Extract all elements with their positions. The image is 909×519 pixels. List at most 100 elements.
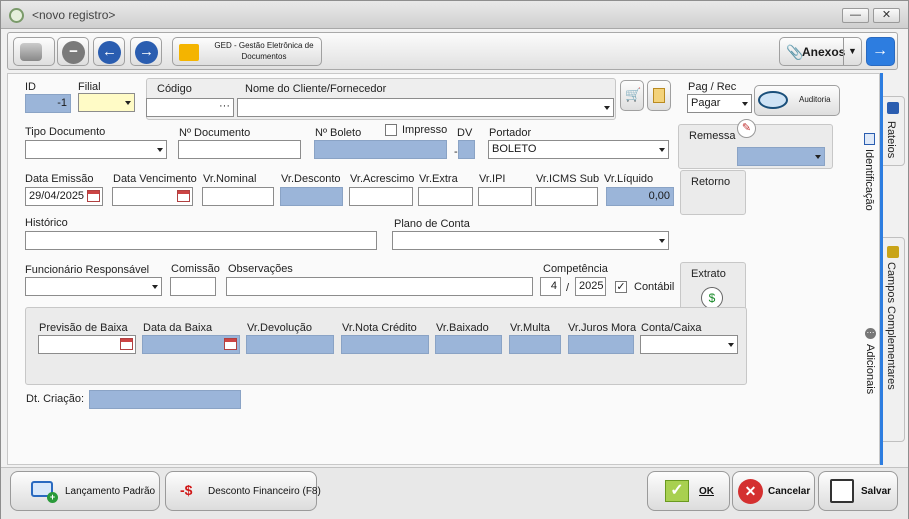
refresh-money-icon[interactable]: $: [701, 287, 723, 309]
auditoria-button[interactable]: Auditoria: [754, 85, 840, 116]
tab-identificacao[interactable]: Identificação: [859, 127, 881, 227]
impresso-label: Impresso: [402, 124, 448, 136]
close-button[interactable]: ✕: [873, 8, 900, 23]
desconto-financeiro-button[interactable]: -$ Desconto Financeiro (F8): [165, 471, 321, 511]
plano-conta-label: Plano de Conta: [394, 218, 470, 230]
filial-select[interactable]: [78, 93, 135, 112]
vr-nota-credito-field[interactable]: [341, 335, 429, 354]
calendar-icon[interactable]: [177, 190, 190, 202]
codigo-field[interactable]: ···: [146, 98, 234, 117]
chevron-down-icon[interactable]: ▼: [843, 38, 861, 65]
paperclip-icon: 📎: [786, 44, 804, 60]
observacoes-label: Observações: [228, 263, 293, 275]
calendar-icon[interactable]: [87, 190, 100, 202]
cancelar-button[interactable]: ✕ Cancelar: [732, 471, 815, 511]
identificacao-icon: [864, 133, 875, 145]
vr-desconto-field[interactable]: [280, 187, 343, 206]
vr-liquido-label: Vr.Líquido: [604, 173, 654, 185]
codigo-label: Código: [157, 83, 192, 95]
forward-button[interactable]: →: [866, 37, 895, 66]
campos-icon: [887, 246, 899, 258]
observacoes-field[interactable]: [226, 277, 533, 296]
vr-liquido-field[interactable]: 0,00: [606, 187, 674, 206]
vr-icms-sub-field[interactable]: [535, 187, 598, 206]
vr-devolucao-label: Vr.Devolução: [247, 322, 313, 334]
vr-multa-field[interactable]: [509, 335, 561, 354]
ged-button[interactable]: GED - Gestão Eletrônica de Documentos: [172, 37, 322, 66]
vr-ipi-field[interactable]: [478, 187, 532, 206]
cliente-select[interactable]: [237, 98, 614, 117]
anexos-label: Anexos: [802, 45, 846, 59]
tab-identificacao-label: Identificação: [863, 149, 875, 211]
active-tab-indicator: [880, 73, 883, 465]
bottom-bar: + Lançamento Padrão -$ Desconto Financei…: [1, 467, 908, 519]
cancel-icon: ✕: [738, 479, 763, 504]
plano-conta-select[interactable]: [392, 231, 669, 250]
id-field[interactable]: -1: [25, 94, 71, 113]
tab-rateios-label: Rateios: [885, 121, 897, 159]
vr-multa-label: Vr.Multa: [510, 322, 550, 334]
pag-rec-select[interactable]: Pagar: [687, 94, 752, 113]
app-icon: [9, 8, 24, 23]
anexos-button[interactable]: 📎 Anexos ▼: [779, 37, 862, 66]
contabil-label: Contábil: [634, 281, 675, 293]
dots-icon: ⋯: [865, 328, 876, 339]
tab-rateios[interactable]: Rateios: [881, 96, 905, 166]
data-vencimento-field[interactable]: [112, 187, 193, 206]
tipo-documento-select[interactable]: [25, 140, 167, 159]
data-baixa-field[interactable]: [142, 335, 240, 354]
vr-extra-field[interactable]: [418, 187, 473, 206]
n-documento-label: Nº Documento: [179, 127, 251, 139]
funcionario-select[interactable]: [25, 277, 162, 296]
remessa-select[interactable]: [737, 147, 825, 166]
competencia-year-field[interactable]: 2025: [575, 277, 606, 296]
discount-icon: -$: [180, 482, 193, 498]
vr-nominal-field[interactable]: [202, 187, 274, 206]
dv-separator: -: [454, 146, 458, 158]
previous-button[interactable]: ←: [93, 37, 125, 66]
vr-baixado-field[interactable]: [435, 335, 502, 354]
delete-button[interactable]: −: [57, 37, 89, 66]
portador-select[interactable]: BOLETO: [488, 140, 669, 159]
add-document-button[interactable]: [647, 80, 671, 111]
window-title: <novo registro>: [32, 8, 116, 22]
salvar-button[interactable]: Salvar: [818, 471, 898, 511]
n-documento-field[interactable]: [178, 140, 301, 159]
contabil-checkbox[interactable]: ✓: [615, 281, 627, 293]
tipo-documento-label: Tipo Documento: [25, 126, 106, 138]
add-cart-button[interactable]: 🛒: [620, 80, 644, 111]
remessa-group: Remessa ✎: [678, 119, 833, 169]
competencia-month-field[interactable]: 4: [540, 277, 561, 296]
historico-field[interactable]: [25, 231, 377, 250]
vr-acrescimo-field[interactable]: [349, 187, 413, 206]
previsao-baixa-field[interactable]: [38, 335, 136, 354]
desconto-label: Desconto Financeiro (F8): [208, 486, 321, 497]
database-button[interactable]: [13, 37, 55, 66]
comissao-field[interactable]: [170, 277, 216, 296]
vr-devolucao-field[interactable]: [246, 335, 334, 354]
extrato-label: Extrato: [691, 268, 726, 280]
ok-button[interactable]: ✓ OK: [647, 471, 730, 511]
next-button[interactable]: →: [130, 37, 162, 66]
tab-adicionais[interactable]: ⋯ Adicionais: [861, 326, 881, 406]
vr-juros-mora-field[interactable]: [568, 335, 634, 354]
vr-baixado-label: Vr.Baixado: [436, 322, 489, 334]
lancamento-padrao-button[interactable]: + Lançamento Padrão: [10, 471, 160, 511]
minimize-button[interactable]: —: [842, 8, 869, 23]
competencia-label: Competência: [543, 263, 608, 275]
calendar-icon[interactable]: [224, 338, 237, 350]
conta-caixa-select[interactable]: [640, 335, 738, 354]
folder-icon: [179, 44, 199, 61]
data-emissao-field[interactable]: 29/04/2025: [25, 187, 103, 206]
cart-icon: 🛒: [625, 87, 642, 102]
eraser-icon[interactable]: ✎: [737, 119, 756, 138]
tab-campos-complementares[interactable]: Campos Complementares: [881, 237, 905, 442]
data-vencimento-label: Data Vencimento: [113, 173, 197, 185]
dv-field[interactable]: [458, 140, 475, 159]
calendar-icon[interactable]: [120, 338, 133, 350]
previsao-baixa-label: Previsão de Baixa: [39, 322, 128, 334]
dt-criacao-label: Dt. Criação:: [26, 393, 85, 405]
n-boleto-field[interactable]: [314, 140, 447, 159]
impresso-checkbox[interactable]: [385, 124, 397, 136]
